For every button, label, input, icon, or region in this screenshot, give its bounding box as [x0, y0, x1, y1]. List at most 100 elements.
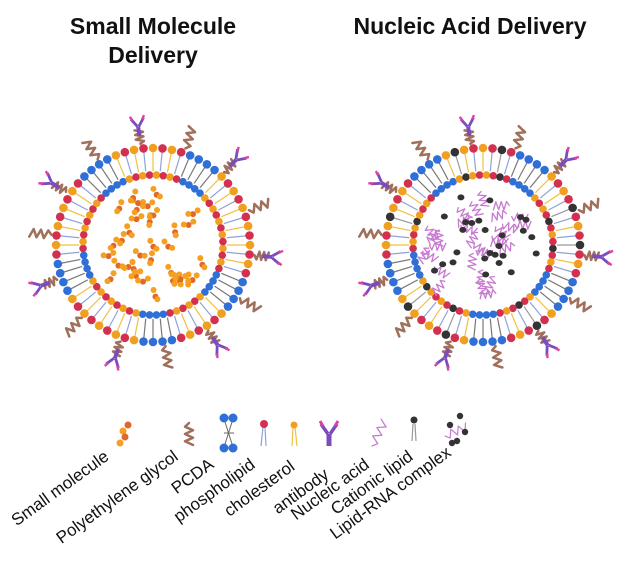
- lipid-head: [509, 304, 517, 313]
- lipid-head: [79, 237, 87, 246]
- lipid-tail: [396, 272, 415, 282]
- lipid-tail: [556, 235, 576, 239]
- lipid-tail: [438, 162, 449, 181]
- title-nucleic-acid-delivery: Nucleic Acid Delivery: [353, 13, 587, 39]
- lipid-head: [553, 302, 563, 311]
- lipid-head: [520, 297, 529, 306]
- lipid-tail: [70, 200, 89, 211]
- cationic-lipid: [453, 249, 461, 256]
- lipid-tail: [193, 167, 206, 184]
- lipid-head: [468, 171, 477, 180]
- lipid-head: [179, 304, 187, 313]
- lipid-head: [449, 304, 457, 313]
- lipid-tail: [544, 192, 561, 205]
- cationic-lipid: [431, 267, 439, 274]
- lipid-tail: [473, 152, 477, 172]
- nucleic-acid: [426, 229, 441, 246]
- lipid-tail: [60, 251, 80, 255]
- nucleic-acid: [483, 276, 497, 294]
- lipid-tail: [204, 296, 220, 312]
- antibody-icon: [368, 170, 391, 190]
- cationic-lipid: [495, 242, 503, 249]
- lipid-head: [92, 199, 101, 208]
- antibody-icon: [558, 146, 580, 168]
- lipid-tail: [61, 258, 81, 264]
- lipid-head: [389, 203, 398, 213]
- lipid-head: [73, 302, 83, 311]
- lipid-head: [564, 194, 573, 204]
- small-molecule: [100, 249, 117, 260]
- small-molecule: [146, 206, 160, 220]
- lipid-tail: [75, 285, 92, 298]
- lipid-head: [194, 326, 204, 335]
- lipid-head: [217, 172, 226, 181]
- peg-chain: [253, 250, 271, 262]
- lipid-head: [385, 268, 395, 278]
- lipid-tail: [199, 301, 213, 318]
- lipid-rna-complex-icon: [444, 412, 469, 447]
- lipid-tail: [100, 306, 113, 323]
- lipid-head: [113, 301, 121, 309]
- peg-chain: [463, 129, 476, 146]
- nucleic-acid: [428, 241, 447, 252]
- lipid-head: [535, 282, 544, 291]
- antibody-icon: [433, 348, 450, 371]
- peg-chain: [50, 181, 68, 195]
- lipid-head: [475, 311, 484, 319]
- lipid-tail: [63, 217, 83, 225]
- lipid-head: [459, 335, 469, 345]
- lipid-head: [455, 307, 464, 315]
- lipid-head: [145, 171, 154, 179]
- nucleic-acid: [469, 201, 484, 217]
- lipid-head: [427, 194, 435, 202]
- peg-chain: [160, 344, 174, 369]
- lipid-head: [424, 321, 434, 330]
- lipid-head: [469, 337, 478, 346]
- lipid-tail: [173, 315, 181, 335]
- lipid-head: [382, 250, 391, 259]
- lipid-head: [215, 264, 223, 273]
- lipid-tail: [393, 217, 413, 225]
- lipid-head: [383, 259, 393, 269]
- lipid-head: [89, 277, 97, 285]
- lipid-head: [87, 315, 96, 325]
- lipid-head: [532, 160, 542, 169]
- nucleic-acid: [457, 214, 473, 229]
- lipid-tail: [214, 192, 231, 205]
- lipid-tail: [405, 192, 422, 205]
- peg-chain: [490, 344, 504, 369]
- lipid-tail: [534, 178, 550, 194]
- lipid-tail: [159, 318, 163, 338]
- lipid-head: [107, 297, 116, 306]
- lipid-head: [89, 205, 97, 213]
- lipid-head: [185, 330, 195, 339]
- small-molecule: [197, 255, 208, 271]
- lipid-head: [432, 155, 442, 164]
- small-molecule-icon: [116, 421, 132, 447]
- peg-chain: [577, 197, 600, 214]
- lipid-head: [506, 147, 516, 157]
- lipid-head: [502, 307, 511, 315]
- lipid-head: [111, 330, 121, 339]
- lipid-head: [540, 165, 549, 175]
- small-molecule: [128, 268, 144, 280]
- lipid-head: [548, 230, 557, 239]
- small-molecule: [161, 238, 176, 251]
- lipid-tail: [217, 279, 236, 290]
- lipid-head: [229, 186, 238, 196]
- lipid-tail: [464, 317, 470, 337]
- lipid-head: [241, 268, 251, 278]
- lipid-head: [506, 333, 516, 343]
- lipid-head: [455, 175, 464, 183]
- lipid-head: [393, 194, 402, 204]
- lipid-head: [532, 321, 542, 330]
- antibody-icon: [228, 146, 250, 168]
- lipid-head: [120, 333, 130, 343]
- lipid-head: [409, 251, 418, 260]
- lipid-tail: [430, 306, 443, 323]
- lipid-head: [55, 268, 65, 278]
- lipid-tail: [225, 258, 245, 264]
- antibody-icon: [592, 249, 614, 267]
- lipid-head: [531, 194, 539, 202]
- lipid-head: [571, 212, 581, 222]
